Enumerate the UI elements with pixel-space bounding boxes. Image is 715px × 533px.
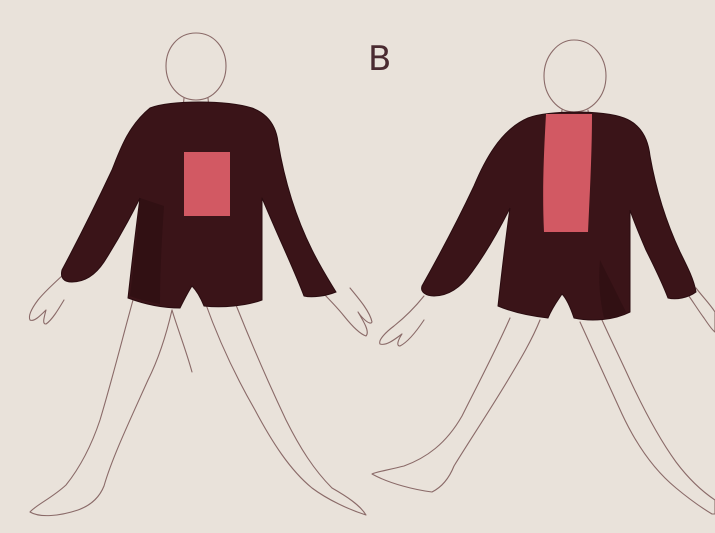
back-upper-highlight-stripe [543,114,592,232]
front-chest-highlight-panel [184,152,230,216]
panel-label: B [368,42,391,76]
